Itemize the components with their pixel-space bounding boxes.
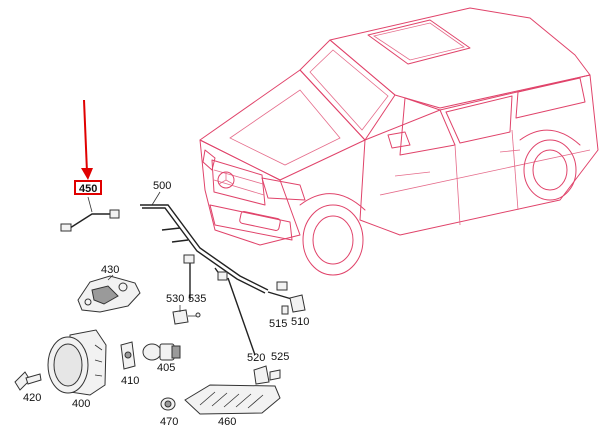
label-410: 410 [121, 375, 139, 387]
connector [183, 254, 195, 264]
label-420: 420 [23, 392, 41, 404]
highlight-box [74, 180, 102, 195]
label-515: 515 [269, 318, 287, 330]
wiring-harness-450 [60, 209, 120, 232]
part-410-clip [120, 341, 136, 370]
part-515-clip [281, 305, 289, 315]
label-500: 500 [153, 180, 171, 192]
part-470-nut [160, 397, 176, 411]
wiring-harness-500 [140, 204, 296, 356]
label-470: 470 [160, 416, 178, 428]
label-520: 520 [247, 352, 265, 364]
part-430-bracket [77, 275, 141, 313]
part-400-fog-lamp [47, 329, 107, 396]
label-510: 510 [291, 316, 309, 328]
part-420-screw [14, 371, 42, 391]
connector [276, 281, 288, 291]
part-530-connector [172, 309, 201, 325]
label-460: 460 [218, 416, 236, 428]
label-530: 530 [166, 293, 184, 305]
label-450: 450 [79, 183, 97, 195]
label-525: 525 [271, 351, 289, 363]
vehicle-illustration [199, 7, 599, 276]
part-460-grille [184, 384, 281, 415]
connector [217, 271, 228, 281]
part-405-bulb [142, 343, 181, 361]
label-405: 405 [157, 362, 175, 374]
highlight-arrow [81, 99, 93, 180]
label-535: 535 [188, 293, 206, 305]
part-520-connector [253, 365, 281, 385]
label-430: 430 [101, 264, 119, 276]
part-510-connector [289, 294, 306, 313]
label-400: 400 [72, 398, 90, 410]
